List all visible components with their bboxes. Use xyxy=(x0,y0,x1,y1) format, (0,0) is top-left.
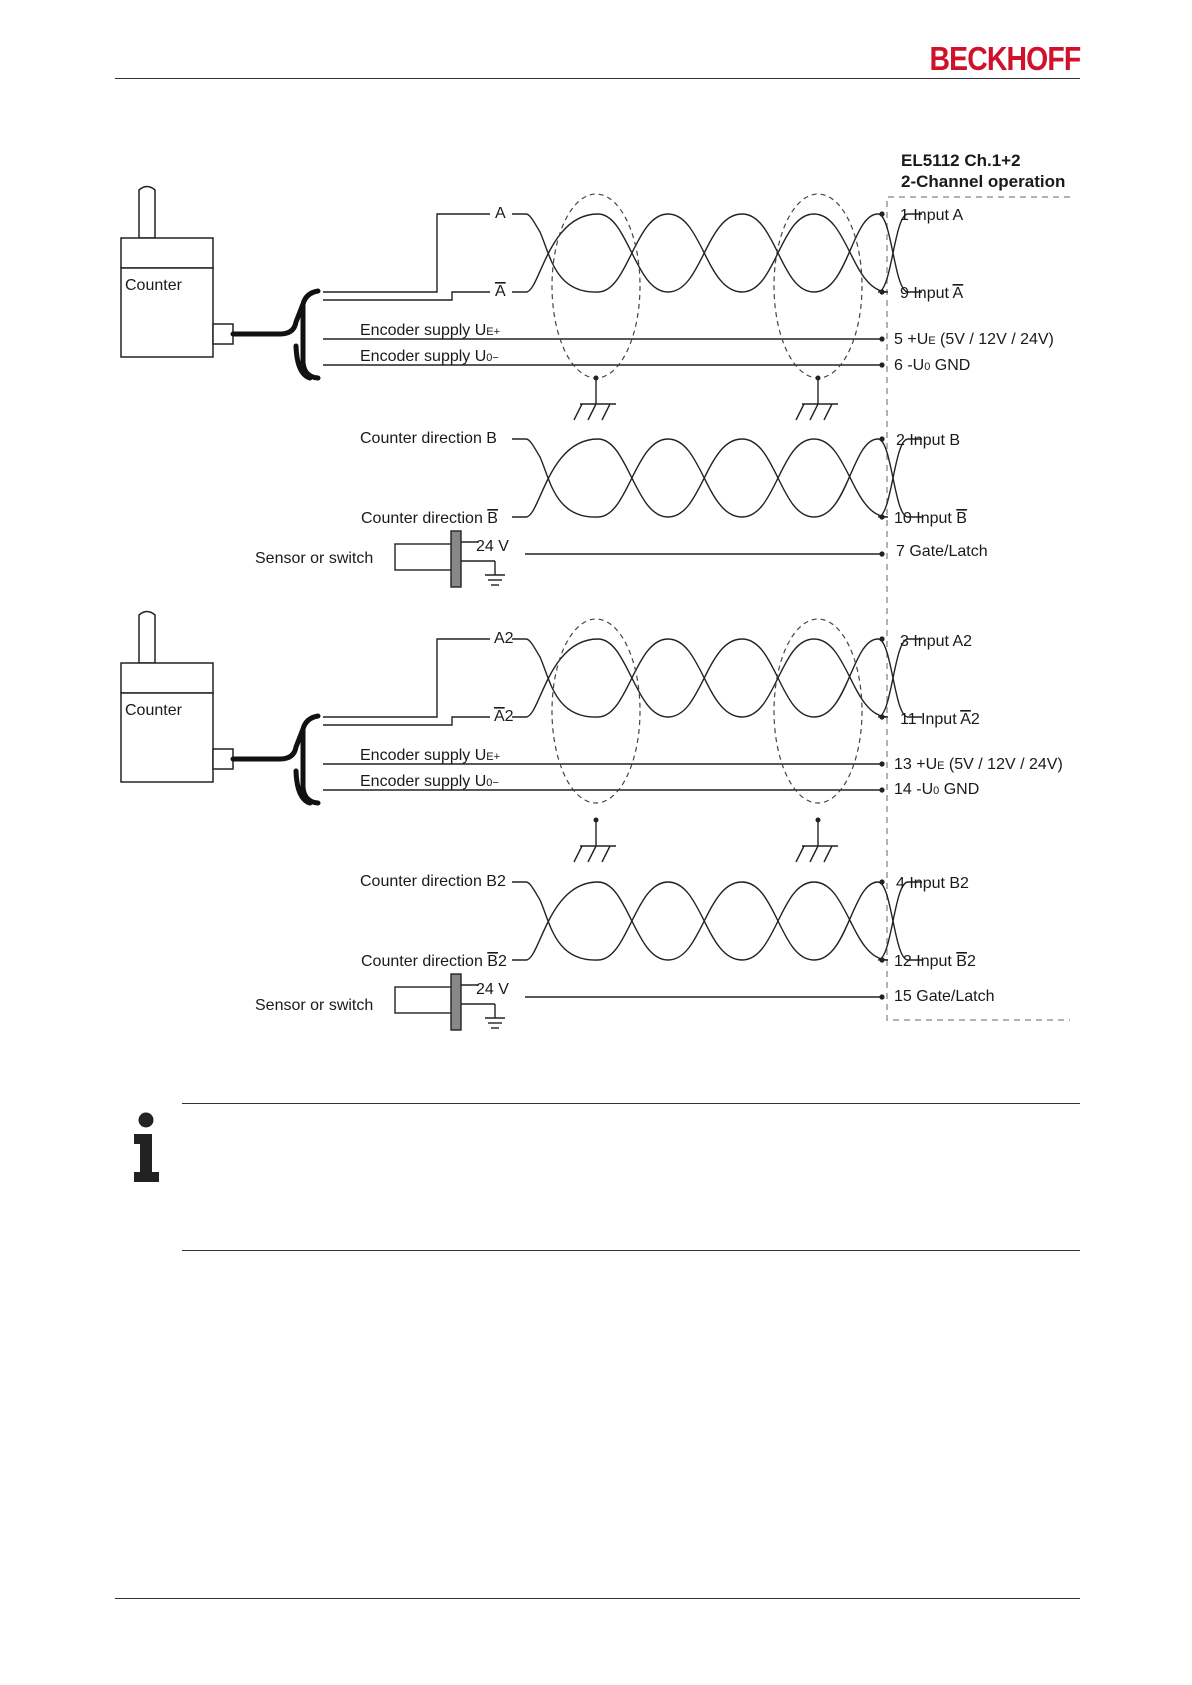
terminal-12-sig: B xyxy=(956,953,967,970)
signal-a: A xyxy=(495,205,506,222)
ground-symbol xyxy=(795,816,839,863)
ground-symbol xyxy=(795,374,839,421)
shield-1a xyxy=(551,193,641,379)
svg-text:10 Input B: 10 Input B xyxy=(894,510,967,527)
header-rule xyxy=(115,78,1080,79)
svg-text:6 -U0 GND: 6 -U0 GND xyxy=(894,357,970,374)
terminal-7: 7 Gate/Latch xyxy=(896,543,988,560)
svg-text:Encoder supply U0−: Encoder supply U0− xyxy=(360,773,499,790)
shield-1b xyxy=(773,193,863,379)
supply-minus-sub-2: 0− xyxy=(486,777,499,789)
dir-b-label: Counter direction B xyxy=(360,430,497,447)
svg-text:Counter direction B: Counter direction B xyxy=(361,510,498,527)
signal-a2: A2 xyxy=(494,630,514,647)
terminal-6-sub: 0 xyxy=(924,361,930,373)
terminal-3: 3 Input A2 xyxy=(900,633,972,650)
supply-minus-label-2: Encoder supply U xyxy=(360,773,486,790)
terminal-12-suffix: 2 xyxy=(967,953,976,970)
svg-text:12 Input B2: 12 Input B2 xyxy=(894,953,976,970)
supply-minus-label: Encoder supply U xyxy=(360,348,486,365)
terminal-1: 1 Input A xyxy=(900,207,963,224)
svg-text:Encoder supply U0−: Encoder supply U0− xyxy=(360,348,499,365)
terminal-10-prefix: 10 Input xyxy=(894,510,956,527)
ground-symbol xyxy=(573,816,617,863)
signal-a-inv: A xyxy=(495,283,506,300)
dir-b-inv-prefix: Counter direction xyxy=(361,510,487,527)
encoder-1-label: Counter xyxy=(125,277,183,294)
svg-text:9 Input A: 9 Input A xyxy=(900,285,964,302)
dir-b2-label: Counter direction B2 xyxy=(360,873,506,890)
supply-plus-label: Encoder supply U xyxy=(360,322,486,339)
terminal-13-prefix: 13 +U xyxy=(894,756,937,773)
terminal-title-line1: EL5112 Ch.1+2 xyxy=(901,151,1021,170)
dir-b-inv: B xyxy=(487,510,498,527)
voltage-label: 24 V xyxy=(476,538,509,555)
note-box xyxy=(182,1103,1080,1251)
supply-minus-sub: 0− xyxy=(486,352,499,364)
signal-a2-inv: A xyxy=(494,708,505,725)
svg-text:13 +UE (5V / 12V / 24V): 13 +UE (5V / 12V / 24V) xyxy=(894,756,1063,773)
shield-2a xyxy=(551,618,641,804)
signal-a2-inv-suffix: 2 xyxy=(505,708,514,725)
svg-text:Counter direction B2: Counter direction B2 xyxy=(361,953,507,970)
terminal-14-sub: 0 xyxy=(933,785,939,797)
terminal-6-suffix: GND xyxy=(930,357,970,374)
svg-text:A2: A2 xyxy=(494,708,514,725)
terminal-11-sig: A xyxy=(960,711,971,728)
terminal-2: 2 Input B xyxy=(896,432,960,449)
svg-text:14 -U0 GND: 14 -U0 GND xyxy=(894,781,979,798)
twisted-pair-b2 xyxy=(511,881,923,961)
terminal-6-prefix: 6 -U xyxy=(894,357,924,374)
svg-text:5 +UE (5V / 12V / 24V): 5 +UE (5V / 12V / 24V) xyxy=(894,331,1054,348)
terminal-10-sig: B xyxy=(956,510,967,527)
terminal-5-prefix: 5 +U xyxy=(894,331,928,348)
terminal-9-prefix: 9 Input xyxy=(900,285,953,302)
terminal-9-sig: A xyxy=(953,285,964,302)
brand-logo: BECKHOFF xyxy=(929,40,1081,77)
dir-b2-inv: B xyxy=(487,953,498,970)
terminal-5-sub: E xyxy=(928,335,935,347)
channel-1-group: Counter A A Encoder supply UE+ Encoder s… xyxy=(121,187,1054,588)
dir-b2-inv-prefix: Counter direction xyxy=(361,953,487,970)
twisted-pair-a2 xyxy=(511,638,923,718)
sensor-label: Sensor or switch xyxy=(255,550,373,567)
terminal-4: 4 Input B2 xyxy=(896,875,969,892)
terminal-11-suffix: 2 xyxy=(971,711,980,728)
shield-2b xyxy=(773,618,863,804)
svg-text:11 Input A2: 11 Input A2 xyxy=(900,711,980,728)
terminal-14-suffix: GND xyxy=(939,781,979,798)
twisted-pair-b xyxy=(511,438,923,518)
page-header: BECKHOFF xyxy=(0,0,1192,85)
terminal-5-suffix: (5V / 12V / 24V) xyxy=(936,331,1054,348)
dir-b2-inv-suffix: 2 xyxy=(498,953,507,970)
supply-plus-sub-2: E+ xyxy=(486,751,500,763)
supply-plus-sub: E+ xyxy=(486,326,500,338)
svg-text:Encoder supply UE+: Encoder supply UE+ xyxy=(360,747,500,764)
channel-2-group: Counter A2 A2 Encoder supply UE+ Encoder… xyxy=(121,612,1063,1031)
terminal-12-prefix: 12 Input xyxy=(894,953,956,970)
terminal-boundary xyxy=(886,196,1070,1021)
terminal-13-suffix: (5V / 12V / 24V) xyxy=(944,756,1062,773)
voltage-label-2: 24 V xyxy=(476,981,509,998)
sensor-label-2: Sensor or switch xyxy=(255,997,373,1014)
twisted-pair-a xyxy=(511,213,923,293)
footer-rule xyxy=(115,1598,1080,1599)
terminal-15: 15 Gate/Latch xyxy=(894,988,995,1005)
encoder-2-label: Counter xyxy=(125,702,183,719)
ground-symbol xyxy=(573,374,617,421)
svg-text:Encoder supply UE+: Encoder supply UE+ xyxy=(360,322,500,339)
supply-plus-label-2: Encoder supply U xyxy=(360,747,486,764)
terminal-13-sub: E xyxy=(937,760,944,772)
terminal-14-prefix: 14 -U xyxy=(894,781,933,798)
info-icon xyxy=(134,1112,159,1182)
terminal-title-line2: 2-Channel operation xyxy=(901,172,1065,191)
terminal-11-prefix: 11 Input xyxy=(900,711,960,728)
